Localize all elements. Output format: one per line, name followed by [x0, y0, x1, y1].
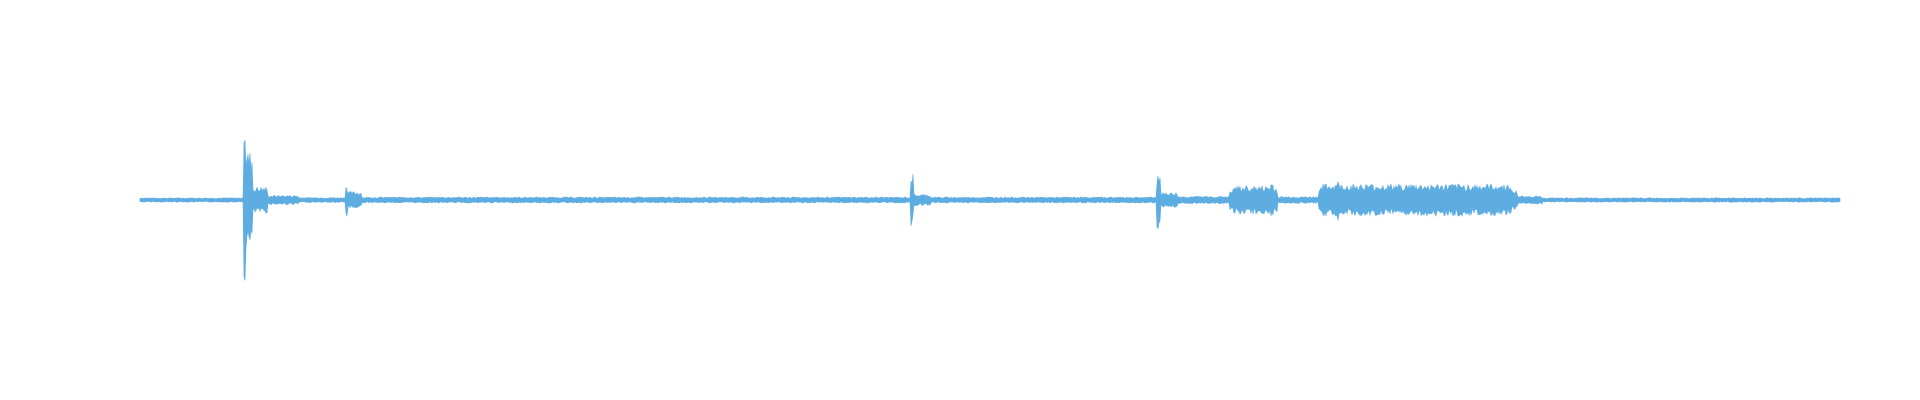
waveform-series — [139, 140, 1841, 281]
waveform-envelope — [139, 140, 1841, 281]
